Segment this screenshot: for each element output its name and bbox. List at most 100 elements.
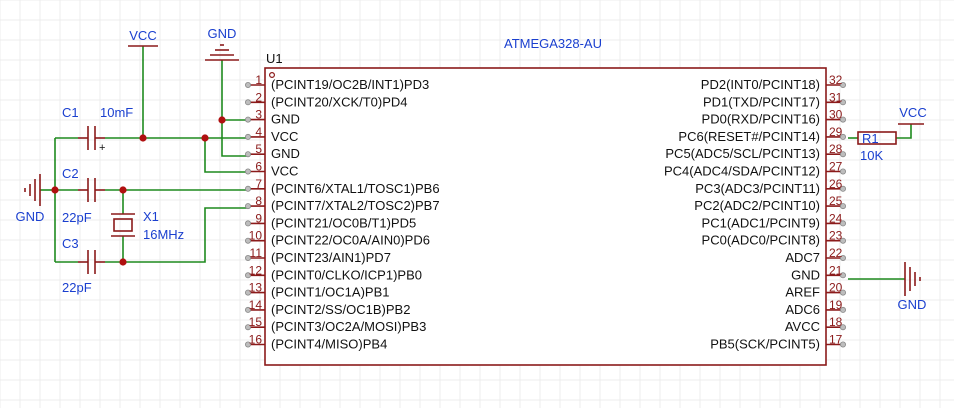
pin-2[interactable]: 2 (PCINT20/XCK/T0)PD4 xyxy=(244,90,408,109)
pin-number: 12 xyxy=(249,263,263,277)
c1-value: 10mF xyxy=(100,105,133,120)
pin-11[interactable]: 11(PCINT23/AIN1)PD7 xyxy=(244,246,391,265)
pin-10[interactable]: 10 (PCINT22/OC0A/AIN0)PD6 xyxy=(244,229,430,248)
pin-number: 24 xyxy=(829,211,843,225)
pin-name: (PCINT22/OC0A/AIN0)PD6 xyxy=(271,233,430,248)
pin-1[interactable]: 1(PCINT19/OC2B/INT1)PD3 xyxy=(244,73,429,92)
pin-16[interactable]: 16(PCINT4/MISO)PB4 xyxy=(244,333,387,352)
capacitor-c1[interactable]: C1 10mF + xyxy=(62,105,133,154)
pin-number: 25 xyxy=(829,194,843,208)
resistor-r1[interactable]: R1 10K xyxy=(857,131,897,163)
junction-dot xyxy=(119,186,127,194)
pin-name: PC4(ADC4/SDA/PCINT12) xyxy=(664,164,820,179)
pin-name: PC6(RESET#/PCINT14) xyxy=(678,129,820,144)
pin-number: 19 xyxy=(829,298,843,312)
pin-name: VCC xyxy=(271,129,298,144)
pin-15[interactable]: 15 (PCINT3/OC2A/MOSI)PB3 xyxy=(244,315,426,334)
pin-number: 4 xyxy=(255,125,262,139)
pin-4[interactable]: 4 VCC xyxy=(244,125,298,144)
pin-number: 15 xyxy=(249,315,263,329)
pin-name: PC3(ADC3/PCINT11) xyxy=(695,181,820,196)
vcc-top-label: VCC xyxy=(129,28,156,43)
pin-number: 21 xyxy=(829,263,843,277)
vcc-right-label: VCC xyxy=(899,105,926,120)
crystal-x1[interactable]: X1 16MHz xyxy=(111,209,184,242)
pin-7[interactable]: 7(PCINT6/XTAL1/TOSC1)PB6 xyxy=(244,177,440,196)
gnd-left-symbol[interactable]: GND xyxy=(16,174,45,224)
wires xyxy=(40,46,912,280)
pin-17[interactable]: 17 PB5(SCK/PCINT5) xyxy=(710,333,847,352)
chip-ref: U1 xyxy=(266,51,283,66)
pin-name: (PCINT20/XCK/T0)PD4 xyxy=(271,94,408,109)
pin-name: PB5(SCK/PCINT5) xyxy=(710,337,820,352)
pin-31[interactable]: 31 PD1(TXD/PCINT17) xyxy=(703,90,847,109)
pin-21[interactable]: 21 GND xyxy=(791,263,847,282)
pin-8[interactable]: 8 (PCINT7/XTAL2/TOSC2)PB7 xyxy=(244,194,440,213)
pin-number: 31 xyxy=(829,90,843,104)
pin-name: (PCINT6/XTAL1/TOSC1)PB6 xyxy=(271,181,440,196)
vcc-right-symbol[interactable]: VCC xyxy=(898,105,927,125)
gnd-top-label: GND xyxy=(208,26,237,41)
junction-dot xyxy=(119,258,127,266)
pin-number: 8 xyxy=(255,194,262,208)
pin-12[interactable]: 12 (PCINT0/CLKO/ICP1)PB0 xyxy=(244,263,422,282)
pin-name: (PCINT1/OC1A)PB1 xyxy=(271,285,389,300)
capacitor-c3[interactable]: C3 22pF xyxy=(62,236,105,295)
pin-name: PD1(TXD/PCINT17) xyxy=(703,94,820,109)
junctions xyxy=(51,116,226,266)
pin-number: 17 xyxy=(829,333,843,347)
junction-dot xyxy=(201,134,209,142)
c1-polarity: + xyxy=(99,142,105,154)
pin-29[interactable]: 29 PC6(RESET#/PCINT14) xyxy=(678,125,847,144)
gnd-right-label: GND xyxy=(898,297,927,312)
c1-ref: C1 xyxy=(62,105,79,120)
pin-number: 16 xyxy=(249,333,263,347)
pin-number: 29 xyxy=(829,125,843,139)
pin-name: GND xyxy=(791,267,820,282)
pin-name: (PCINT7/XTAL2/TOSC2)PB7 xyxy=(271,198,440,213)
pin-9[interactable]: 9(PCINT21/OC0B/T1)PD5 xyxy=(244,211,416,230)
pin-name: PC5(ADC5/SCL/PCINT13) xyxy=(665,146,820,161)
c2-ref: C2 xyxy=(62,166,79,181)
pin-name: (PCINT3/OC2A/MOSI)PB3 xyxy=(271,319,426,334)
pin-20[interactable]: 20 AREF xyxy=(785,281,847,300)
pin-number: 23 xyxy=(829,229,843,243)
pin-13[interactable]: 13 (PCINT1/OC1A)PB1 xyxy=(244,281,389,300)
pin-number: 32 xyxy=(829,73,843,87)
pin-number: 20 xyxy=(829,281,843,295)
pin-number: 2 xyxy=(255,90,262,104)
c3-ref: C3 xyxy=(62,236,79,251)
pin-name: VCC xyxy=(271,164,298,179)
gnd-right-symbol[interactable]: GND xyxy=(898,262,927,312)
pin-number: 13 xyxy=(249,281,263,295)
chip-u1[interactable]: U1 ATMEGA328-AU 1(PCINT19/OC2B/INT1)PD32… xyxy=(244,36,847,366)
pin-name: (PCINT19/OC2B/INT1)PD3 xyxy=(271,77,429,92)
pin-name: (PCINT23/AIN1)PD7 xyxy=(271,250,391,265)
c2-value: 22pF xyxy=(62,210,92,225)
chip-body[interactable] xyxy=(264,67,827,366)
pin-number: 14 xyxy=(249,298,263,312)
pin-name: AREF xyxy=(785,285,820,300)
capacitor-c2[interactable]: C2 22pF xyxy=(62,166,105,225)
pin-number: 10 xyxy=(249,229,263,243)
pin-number: 3 xyxy=(255,108,262,122)
pin-14[interactable]: 14(PCINT2/SS/OC1B)PB2 xyxy=(244,298,410,317)
pin-number: 5 xyxy=(255,142,262,156)
pin-name: (PCINT0/CLKO/ICP1)PB0 xyxy=(271,267,422,282)
vcc-top-symbol[interactable]: VCC xyxy=(128,28,158,47)
gnd-top-symbol[interactable]: GND xyxy=(205,26,239,61)
